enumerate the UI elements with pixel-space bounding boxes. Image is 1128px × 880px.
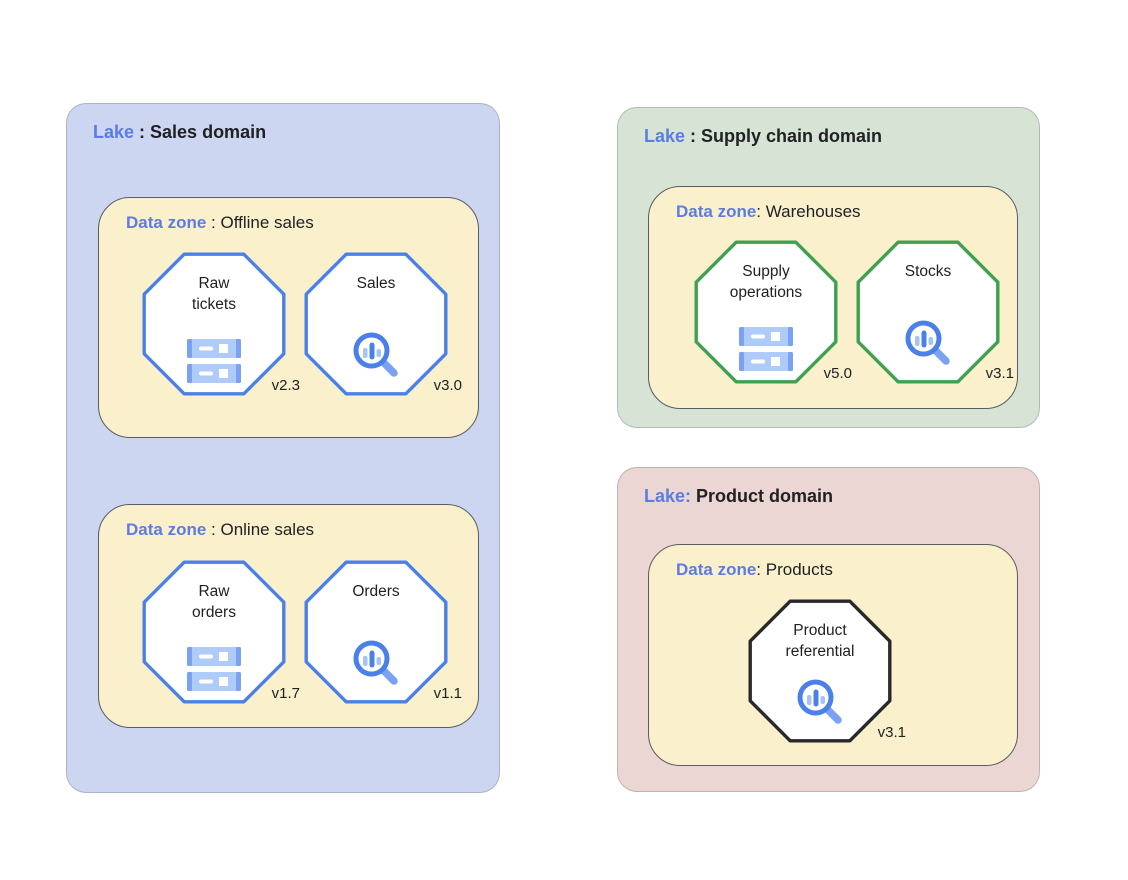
lake-product-domain: Lake: Product domain Data zone: Products… xyxy=(617,467,1040,792)
lake-name: Supply chain domain xyxy=(701,126,883,146)
zone-products: Data zone: Products Product referential xyxy=(648,544,1018,766)
storage-icon xyxy=(187,339,241,388)
zone-warehouses: Data zone: Warehouses Supply operations xyxy=(648,186,1018,409)
zone-label: Data zone xyxy=(676,560,757,579)
zone-online-sales: Data zone : Online sales Raw orders xyxy=(98,504,479,728)
zone-name: Online sales xyxy=(220,520,315,539)
zone-offline-sales: Data zone : Offline sales Raw tickets xyxy=(98,197,479,438)
asset-version: v3.0 xyxy=(433,377,462,394)
asset-name: Orders xyxy=(352,583,400,600)
search-analytics-icon xyxy=(350,329,402,386)
lake-label: Lake xyxy=(93,122,135,142)
octagon-shape xyxy=(694,240,838,384)
asset-name: Sales xyxy=(356,275,396,292)
asset-name: Supply operations xyxy=(729,263,803,301)
zone-name: Offline sales xyxy=(220,213,314,232)
zone-label: Data zone xyxy=(126,520,207,539)
search-analytics-icon xyxy=(902,317,954,374)
asset-version: v1.1 xyxy=(433,685,462,702)
asset-raw-tickets: Raw tickets v2.3 xyxy=(142,252,300,396)
zone-title: Data zone: Products xyxy=(676,560,833,579)
asset-version: v3.1 xyxy=(985,365,1014,382)
zone-title: Data zone : Offline sales xyxy=(126,213,314,232)
asset-sales: Sales v3.0 xyxy=(304,252,462,396)
lake-label: Lake xyxy=(644,126,686,146)
asset-raw-orders: Raw orders v1.7 xyxy=(142,560,300,704)
storage-icon xyxy=(739,327,793,376)
asset-product-referential: Product referential v3.1 xyxy=(748,599,906,743)
lake-label: Lake: xyxy=(644,486,692,506)
lake-sales-domain: Lake : Sales domain Data zone : Offline … xyxy=(66,103,500,793)
asset-version: v3.1 xyxy=(877,724,906,741)
lake-name: Product domain xyxy=(696,486,834,506)
lake-title: Lake : Supply chain domain xyxy=(644,126,883,146)
zone-name: Products xyxy=(765,560,833,579)
octagon-shape xyxy=(304,560,448,704)
storage-icon xyxy=(187,647,241,696)
octagon-shape xyxy=(142,252,286,396)
asset-name: Product referential xyxy=(785,622,855,660)
zone-name: Warehouses xyxy=(765,202,861,221)
asset-orders: Orders v1.1 xyxy=(304,560,462,704)
zone-label: Data zone xyxy=(126,213,207,232)
search-analytics-icon xyxy=(794,676,846,733)
octagon-shape xyxy=(142,560,286,704)
asset-stocks: Stocks v3.1 xyxy=(856,240,1014,384)
octagon-shape xyxy=(304,252,448,396)
lake-supply-chain-domain: Lake : Supply chain domain Data zone: Wa… xyxy=(617,107,1040,428)
asset-version: v1.7 xyxy=(271,685,300,702)
zone-title: Data zone: Warehouses xyxy=(676,202,861,221)
asset-version: v2.3 xyxy=(271,377,300,394)
asset-supply-operations: Supply operations v5.0 xyxy=(694,240,852,384)
search-analytics-icon xyxy=(350,637,402,694)
octagon-shape xyxy=(856,240,1000,384)
zone-title: Data zone : Online sales xyxy=(126,520,315,539)
lake-title: Lake : Sales domain xyxy=(93,122,267,142)
asset-version: v5.0 xyxy=(823,365,852,382)
lake-name: Sales domain xyxy=(150,122,267,142)
asset-name: Raw orders xyxy=(192,583,236,621)
zone-label: Data zone xyxy=(676,202,757,221)
asset-name: Raw tickets xyxy=(192,275,236,313)
octagon-shape xyxy=(748,599,892,743)
asset-name: Stocks xyxy=(904,263,952,280)
lake-title: Lake: Product domain xyxy=(644,486,833,507)
